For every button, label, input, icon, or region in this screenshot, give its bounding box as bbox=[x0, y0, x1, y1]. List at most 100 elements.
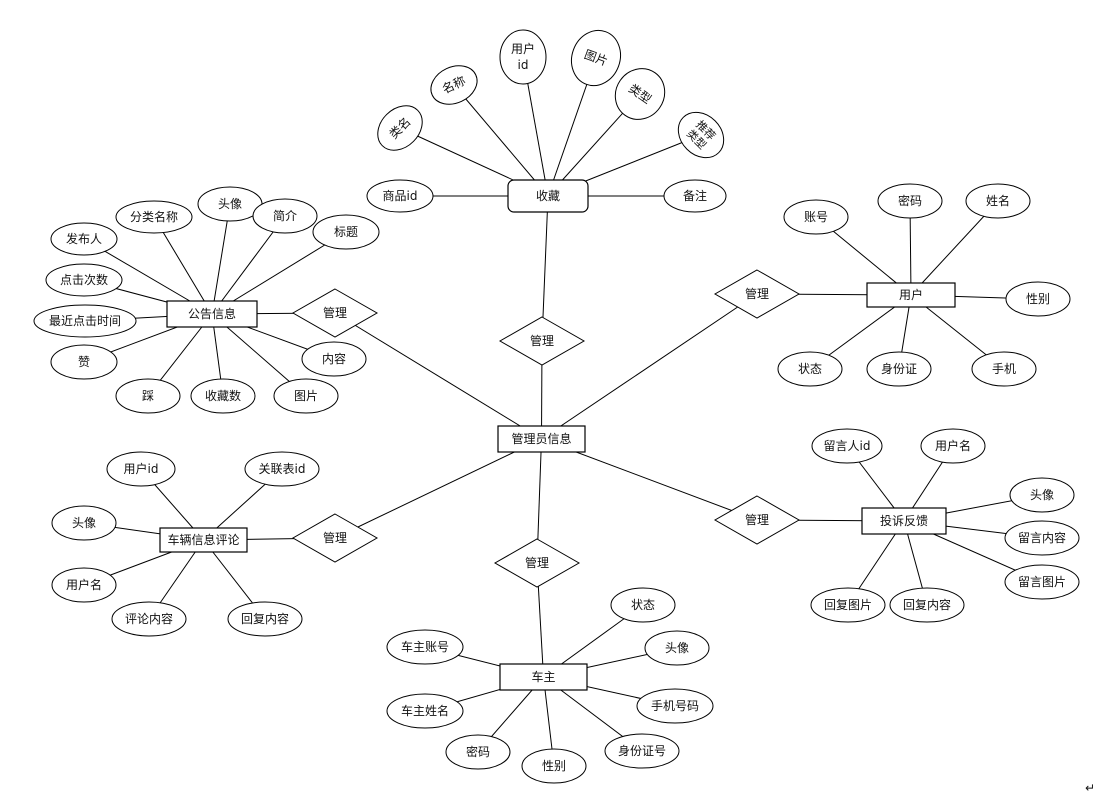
connector-fav-r_fav bbox=[541, 195, 549, 342]
attribute-fb-liuyanren: 留言人id bbox=[811, 428, 883, 464]
relationship-label: 管理 bbox=[525, 555, 549, 570]
attribute-notice-dianji: 点击次数 bbox=[45, 263, 123, 297]
attribute-ellipse bbox=[244, 451, 320, 487]
attribute-label: 备注 bbox=[683, 188, 707, 203]
attribute-label: 性别 bbox=[542, 759, 566, 773]
attribute-ellipse bbox=[115, 378, 181, 414]
attribute-ellipse bbox=[252, 198, 318, 234]
attribute-label: 留言图片 bbox=[1018, 575, 1066, 589]
relationship-r-fav: 管理 bbox=[498, 316, 586, 366]
attribute-fb-liuyan: 留言内容 bbox=[1004, 520, 1080, 556]
attribute-ellipse bbox=[610, 587, 676, 623]
attribute-ellipse bbox=[301, 341, 367, 377]
attribute-cmt-touxiang: 头像 bbox=[51, 505, 117, 541]
attribute-ellipse bbox=[106, 451, 176, 487]
attribute-ellipse bbox=[614, 68, 666, 120]
entity-label: 收藏 bbox=[536, 189, 560, 203]
attribute-ellipse bbox=[644, 630, 710, 666]
attribute-fav-mingcheng: 名称 bbox=[430, 65, 478, 105]
attribute-notice-biaoti: 标题 bbox=[312, 214, 380, 250]
attribute-user-shouji: 手机 bbox=[971, 351, 1037, 387]
attribute-ellipse bbox=[636, 688, 714, 724]
attribute-user-xingbie: 性别 bbox=[1005, 281, 1071, 317]
attribute-user-shenfen: 身份证 bbox=[866, 351, 932, 387]
relationship-diamond bbox=[493, 538, 581, 588]
attribute-ellipse bbox=[1005, 281, 1071, 317]
attribute-ellipse bbox=[33, 304, 137, 338]
relationship-label: 管理 bbox=[323, 530, 347, 545]
entity-box bbox=[507, 179, 589, 213]
attribute-ellipse bbox=[783, 199, 849, 235]
attribute-label: id bbox=[518, 58, 529, 72]
connector-notice_jianjie-notice bbox=[211, 215, 286, 315]
attribute-ellipse bbox=[312, 214, 380, 250]
connector-notice_biaoti-notice bbox=[211, 231, 347, 315]
attribute-notice-fabuqi: 发布人 bbox=[50, 222, 118, 256]
attribute-ellipse bbox=[190, 378, 256, 414]
attribute-own-mima: 密码 bbox=[445, 734, 511, 770]
attribute-cmt-yonghuid: 用户id bbox=[106, 451, 176, 487]
attribute-ellipse bbox=[50, 344, 118, 380]
attribute-label: 分类名称 bbox=[130, 209, 178, 224]
attribute-label: 商品id bbox=[383, 188, 418, 203]
attribute-label: 头像 bbox=[1030, 488, 1054, 502]
entity-box bbox=[861, 507, 947, 535]
attribute-own-zhanghao: 车主账号 bbox=[386, 629, 464, 665]
attribute-cmt-huifu: 回复内容 bbox=[227, 601, 303, 637]
relationship-diamond bbox=[291, 513, 379, 563]
entity-comment: 车辆信息评论 bbox=[159, 527, 248, 553]
entity-box bbox=[499, 663, 588, 691]
entity-feedback: 投诉反馈 bbox=[861, 507, 947, 535]
attribute-label: 姓名 bbox=[986, 193, 1010, 208]
attribute-fb-liuyantupian: 留言图片 bbox=[1004, 564, 1080, 600]
attribute-ellipse bbox=[45, 263, 123, 297]
attribute-own-xingming: 车主姓名 bbox=[386, 693, 464, 729]
attribute-label: 简介 bbox=[273, 209, 297, 223]
attribute-label: 关联表id bbox=[259, 462, 306, 476]
attribute-label: 回复图片 bbox=[824, 598, 872, 612]
attribute-ellipse bbox=[51, 567, 117, 603]
attribute-label: 图片 bbox=[294, 389, 318, 403]
attribute-label: 用户 bbox=[511, 41, 535, 56]
attribute-notice-touxiang: 头像 bbox=[197, 186, 263, 222]
attribute-fav-beizhu: 备注 bbox=[663, 179, 727, 213]
attribute-label: 用户名 bbox=[66, 577, 102, 592]
attribute-fav-tupian: 图片 bbox=[570, 29, 622, 87]
entity-owner: 车主 bbox=[499, 663, 588, 691]
attribute-label: 用户名 bbox=[935, 438, 971, 453]
attribute-cmt-guanlian: 关联表id bbox=[244, 451, 320, 487]
relationship-r-feedback: 管理 bbox=[713, 495, 801, 545]
attribute-label: 头像 bbox=[218, 197, 242, 211]
attribute-notice-tupian: 图片 bbox=[273, 378, 339, 414]
relationship-r-user: 管理 bbox=[713, 269, 801, 319]
attribute-ellipse bbox=[227, 601, 303, 637]
attribute-ellipse bbox=[604, 733, 680, 769]
attribute-fb-huifutupian: 回复图片 bbox=[810, 587, 886, 623]
entity-box bbox=[166, 300, 258, 328]
attribute-label: 最近点击时间 bbox=[49, 314, 121, 328]
attribute-label: 标题 bbox=[334, 225, 358, 239]
entity-label: 车主 bbox=[531, 669, 555, 684]
attribute-ellipse bbox=[877, 183, 943, 219]
attribute-label: 头像 bbox=[665, 641, 689, 655]
paragraph-mark: ↵ bbox=[1085, 781, 1095, 795]
attribute-ellipse bbox=[499, 29, 547, 85]
connector-r_user-admin bbox=[541, 293, 758, 440]
attribute-ellipse bbox=[430, 65, 478, 105]
attribute-label: 手机号码 bbox=[651, 699, 699, 713]
attribute-ellipse bbox=[1009, 477, 1075, 513]
attribute-label: 头像 bbox=[72, 516, 96, 530]
attribute-own-touxiang: 头像 bbox=[644, 630, 710, 666]
attribute-ellipse bbox=[1004, 520, 1080, 556]
attribute-label: 回复内容 bbox=[241, 611, 289, 626]
attribute-ellipse bbox=[570, 29, 622, 87]
attribute-label: 留言内容 bbox=[1018, 530, 1066, 545]
attribute-ellipse bbox=[273, 378, 339, 414]
entity-box bbox=[159, 527, 248, 553]
relationship-diamond bbox=[713, 269, 801, 319]
attribute-label: 内容 bbox=[322, 351, 346, 366]
attribute-ellipse bbox=[366, 179, 434, 213]
attribute-label: 状态 bbox=[631, 598, 655, 612]
relationship-r-owner: 管理 bbox=[493, 538, 581, 588]
